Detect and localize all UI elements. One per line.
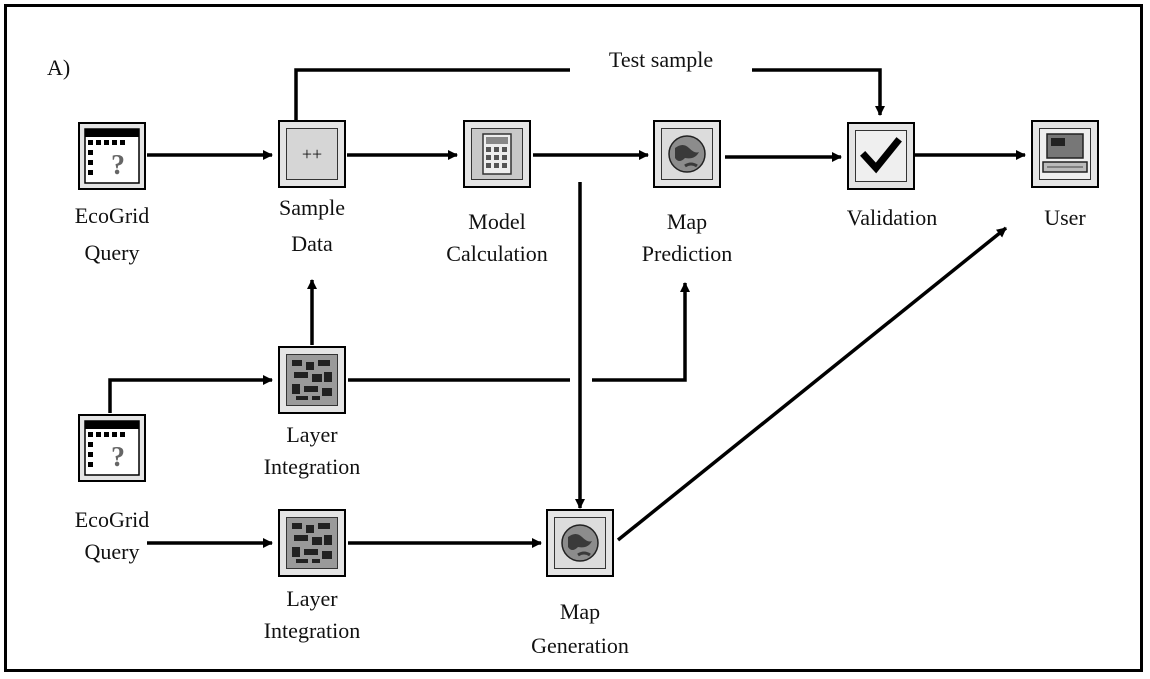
sample-data-label-line2: Data — [291, 231, 333, 256]
map-prediction-label-line2: Prediction — [641, 241, 733, 266]
layer-integration-node[interactable] — [278, 346, 346, 414]
globe-icon — [668, 135, 706, 173]
edge-layer1-to-prediction-b — [592, 282, 690, 382]
edge-test-sample-2 — [752, 68, 885, 116]
grid-query-icon: ? — [84, 128, 140, 184]
ecogrid-query-node[interactable]: ? — [78, 122, 146, 190]
grid-query-icon-2: ? — [84, 420, 140, 476]
ecogrid-query-label-line1: EcoGrid — [74, 203, 150, 228]
edge-query2-to-layer1 — [108, 375, 273, 413]
calculator-icon — [482, 133, 512, 175]
map-prediction-label-line1: Map — [666, 209, 708, 234]
svg-text:?: ? — [111, 442, 125, 473]
layer-integration-2-label-line1: Layer — [286, 586, 338, 611]
edge-generation-to-user — [616, 226, 1008, 542]
sample-data-node[interactable]: ++ — [278, 120, 346, 188]
model-calculation-label-line1: Model — [468, 209, 526, 234]
user-node[interactable] — [1031, 120, 1099, 188]
sample-data-icon: ++ — [301, 144, 323, 164]
layer-integration-label-line1: Layer — [286, 422, 338, 447]
ecogrid-query-2-label-line1: EcoGrid — [74, 507, 150, 532]
layer-map-icon-2 — [292, 523, 332, 563]
model-calculation-label-line2: Calculation — [446, 241, 548, 266]
validation-label: Validation — [846, 205, 938, 230]
computer-icon — [1042, 133, 1088, 173]
map-prediction-node[interactable] — [653, 120, 721, 188]
layer-map-icon — [292, 360, 332, 400]
test-sample-label: Test sample — [608, 47, 714, 72]
edge-test-sample — [294, 68, 570, 120]
map-generation-node[interactable] — [546, 509, 614, 577]
sample-data-label-line1: Sample — [279, 195, 345, 220]
model-calculation-node[interactable] — [463, 120, 531, 188]
layer-integration-node-2[interactable] — [278, 509, 346, 577]
panel-label: A) — [47, 55, 71, 80]
map-generation-label-line1: Map — [559, 599, 601, 624]
ecogrid-query-node-2[interactable]: ? — [78, 414, 146, 482]
globe-icon-2 — [561, 524, 599, 562]
checkmark-icon — [860, 137, 902, 174]
user-label: User — [1044, 205, 1086, 230]
ecogrid-query-2-label-line2: Query — [84, 539, 140, 564]
layer-integration-label-line2: Integration — [263, 454, 361, 479]
validation-node[interactable] — [847, 122, 915, 190]
ecogrid-query-label-line2: Query — [84, 240, 140, 265]
svg-text:?: ? — [111, 150, 125, 181]
layer-integration-2-label-line2: Integration — [263, 618, 361, 643]
map-generation-label-line2: Generation — [531, 633, 629, 658]
